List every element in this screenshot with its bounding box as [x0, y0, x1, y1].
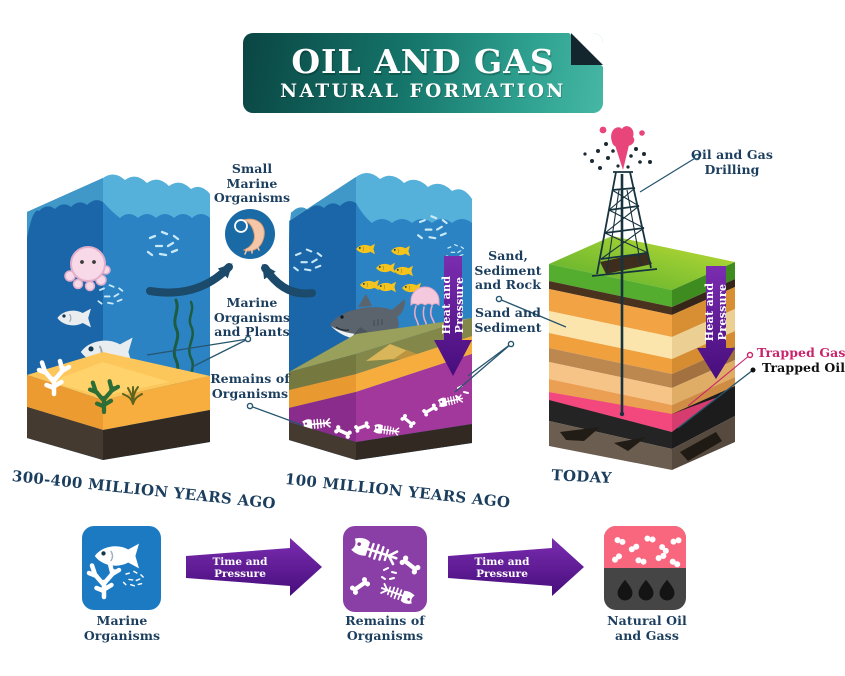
converging-arrows — [146, 263, 316, 298]
shrimp-icon — [242, 218, 265, 252]
flow-step1-label: Marine Organisms — [83, 613, 161, 643]
oil-drop-icons — [617, 579, 675, 601]
oil-derrick-icon — [591, 171, 658, 277]
stage3-caption: TODAY — [551, 466, 613, 488]
oil-gusher-icon — [583, 126, 652, 170]
callout-sand-sediment-and-rock: Sand, Sediment and Rock — [474, 248, 542, 292]
flow-step1-box — [82, 526, 161, 610]
heat-pressure-arrow-stage3 — [697, 266, 735, 379]
octopus-icon — [64, 246, 111, 292]
heat-pressure-label-stage3: Heat and Pressure — [703, 282, 729, 342]
sea-grass-icon — [122, 386, 143, 405]
callout-sand-and-sediment: Sand and Sediment — [474, 305, 542, 335]
flow-step2-label: Remains of Organisms — [345, 613, 425, 643]
callout-trapped-oil: Trapped Oil — [762, 360, 845, 375]
callout-trapped-gas: Trapped Gas — [757, 345, 845, 360]
flow-arrow1-label: Time and Pressure — [212, 556, 268, 580]
heat-pressure-arrow-stage2 — [434, 256, 472, 376]
small-marine-organisms-badge — [225, 209, 275, 259]
flow-arrow1 — [186, 538, 322, 596]
flow-arrow2 — [448, 538, 584, 596]
callout-small-marine-organisms: Small Marine Organisms — [213, 161, 291, 205]
flow-step3-label: Natural Oil and Gass — [607, 613, 687, 643]
callout-remains-of-organisms: Remains of Organisms — [210, 371, 290, 401]
callout-oil-and-gas-drilling: Oil and Gas Drilling — [691, 147, 773, 177]
flow-arrow2-label: Time and Pressure — [474, 556, 530, 580]
stage3-ground-cube — [549, 126, 735, 470]
stage1-ocean-cube — [27, 174, 210, 460]
flow-step3-box — [604, 526, 686, 610]
banner-fold-icon — [569, 33, 603, 67]
callout-marine-organisms-and-plants: Marine Organisms and Plants — [213, 295, 291, 339]
title-banner: OIL AND GAS NATURAL FORMATION — [243, 33, 603, 113]
stage2-ocean-cube — [289, 172, 472, 460]
flow-step2-box — [343, 526, 427, 612]
leader-lines — [146, 156, 754, 429]
title-line1: OIL AND GAS — [291, 42, 555, 81]
title-line2: NATURAL FORMATION — [280, 81, 566, 102]
heat-pressure-label-stage2: Heat and Pressure — [440, 275, 466, 335]
leader-dots — [244, 153, 756, 410]
